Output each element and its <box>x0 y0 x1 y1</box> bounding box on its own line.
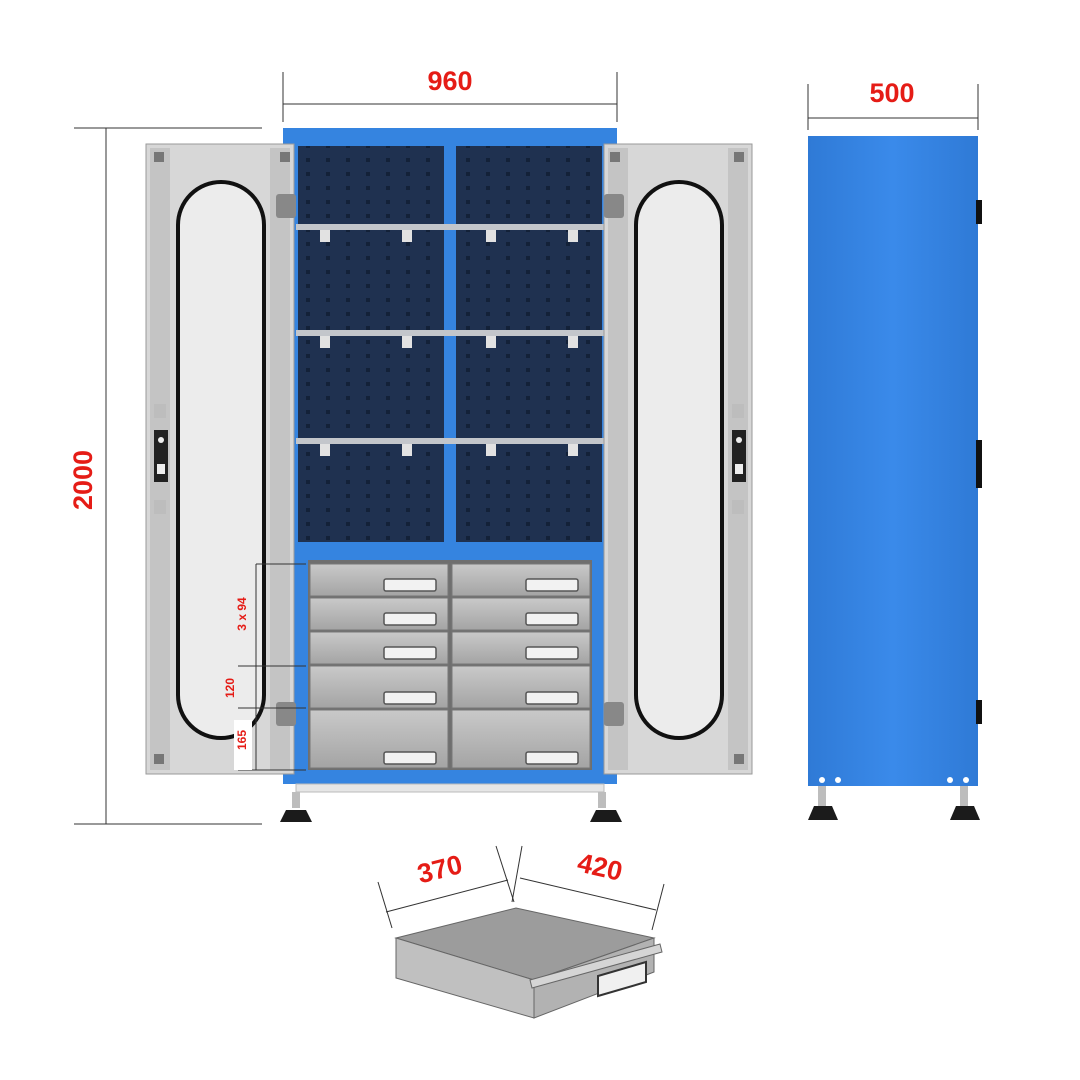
door-window <box>176 180 266 740</box>
left-door <box>145 143 296 775</box>
width-dimension: 960 <box>427 66 472 96</box>
right-door <box>603 143 753 775</box>
shelf <box>296 330 604 336</box>
cabinet-feet <box>280 792 622 822</box>
door-hinge <box>276 702 296 726</box>
small-drawer-height: 3 x 94 <box>235 597 249 631</box>
drawer-width-dimension: 370 <box>414 849 465 889</box>
medium-drawer-height: 120 <box>223 678 237 698</box>
shelves <box>296 224 604 456</box>
drawers <box>309 563 591 769</box>
shelf <box>296 224 604 230</box>
shelf <box>296 438 604 444</box>
drawer-depth-dimension: 420 <box>575 848 626 887</box>
dimension-lines <box>74 72 979 931</box>
door-hinge <box>604 702 624 726</box>
door-hinge <box>276 194 296 218</box>
side-view-cabinet <box>808 136 982 820</box>
depth-dimension: 500 <box>869 78 914 108</box>
large-drawer-height: 165 <box>235 730 249 750</box>
cabinet-base <box>283 772 617 784</box>
front-view-cabinet <box>145 128 753 822</box>
height-dimension: 2000 <box>68 450 98 510</box>
door-hinge <box>604 194 624 218</box>
drawer-handles <box>383 578 579 765</box>
drawer-isometric <box>394 907 663 1019</box>
center-divider <box>444 146 456 542</box>
door-window <box>634 180 724 740</box>
